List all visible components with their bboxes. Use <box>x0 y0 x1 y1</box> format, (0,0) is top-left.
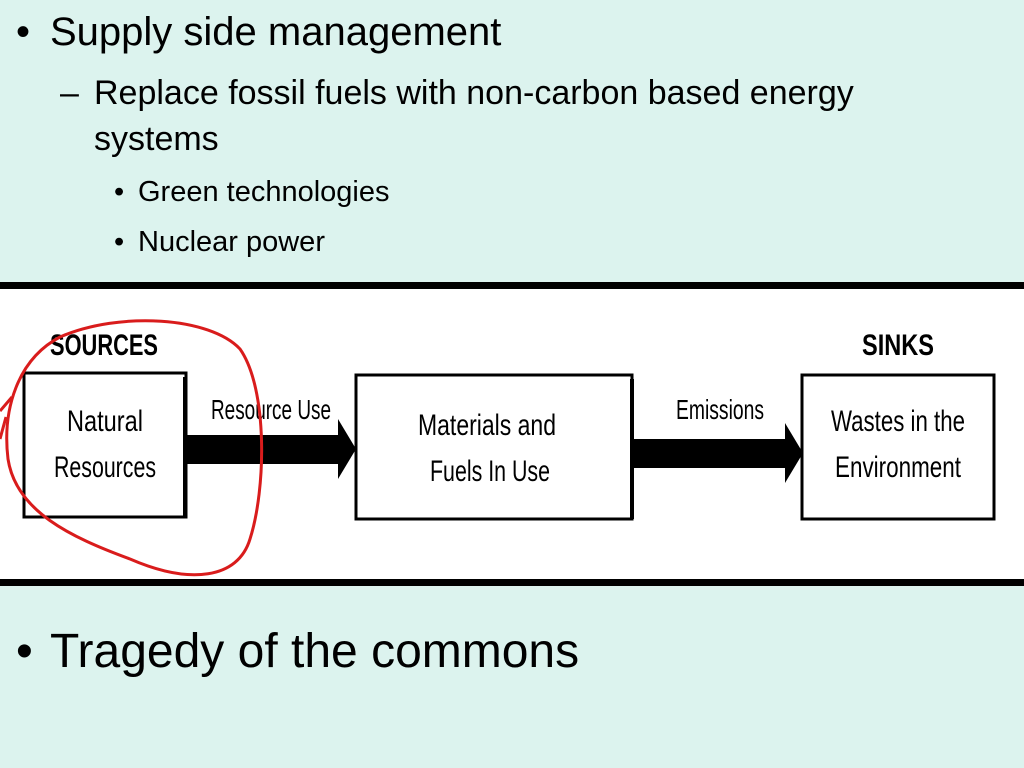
subbullet-text: Replace fossil fuels with non-carbon bas… <box>94 74 854 112</box>
materials-fuels-box <box>354 373 634 521</box>
subsubbullet-text: Green technologies <box>138 176 390 208</box>
box2-line2: Fuels In Use <box>430 455 550 488</box>
bullet-text: Tragedy of the commons <box>50 625 580 678</box>
subbullet-continuation: systems <box>94 120 219 159</box>
bullet-marker: • <box>114 226 125 258</box>
bullet-text: Supply side management <box>50 10 502 54</box>
dash-marker: – <box>60 74 79 112</box>
subsubbullet-nuclear: • Nuclear power <box>114 226 325 259</box>
flow-diagram-svg: SOURCES SINKS Natural Resources Resource… <box>0 319 996 577</box>
sinks-label: SINKS <box>862 329 934 362</box>
box3-line2: Environment <box>835 451 961 484</box>
box1-line2: Resources <box>54 451 156 484</box>
red-check-mark <box>0 396 14 440</box>
resource-use-arrow <box>187 419 356 479</box>
emissions-label: Emissions <box>676 394 764 425</box>
bullet-marker: • <box>16 625 33 678</box>
bullet-marker: • <box>114 176 125 208</box>
flow-diagram: SOURCES SINKS Natural Resources Resource… <box>0 282 1024 586</box>
subsubbullet-text: Nuclear power <box>138 226 325 258</box>
bullet-supply-side: • Supply side management <box>16 10 501 55</box>
natural-resources-box <box>22 371 188 519</box>
bullet-tragedy-commons: • Tragedy of the commons <box>16 624 579 679</box>
box2-line1: Materials and <box>418 409 556 442</box>
subbullet-text-cont: systems <box>94 120 219 158</box>
subbullet-replace-fossil: – Replace fossil fuels with non-carbon b… <box>60 74 854 113</box>
resource-use-label: Resource Use <box>211 394 331 425</box>
emissions-arrow <box>634 423 803 483</box>
wastes-environment-box <box>800 373 996 521</box>
bullet-marker: • <box>16 10 31 54</box>
subsubbullet-green-tech: • Green technologies <box>114 176 390 209</box>
box3-line1: Wastes in the <box>831 405 965 438</box>
red-circle-annotation <box>5 319 264 577</box>
box1-line1: Natural <box>67 405 143 438</box>
